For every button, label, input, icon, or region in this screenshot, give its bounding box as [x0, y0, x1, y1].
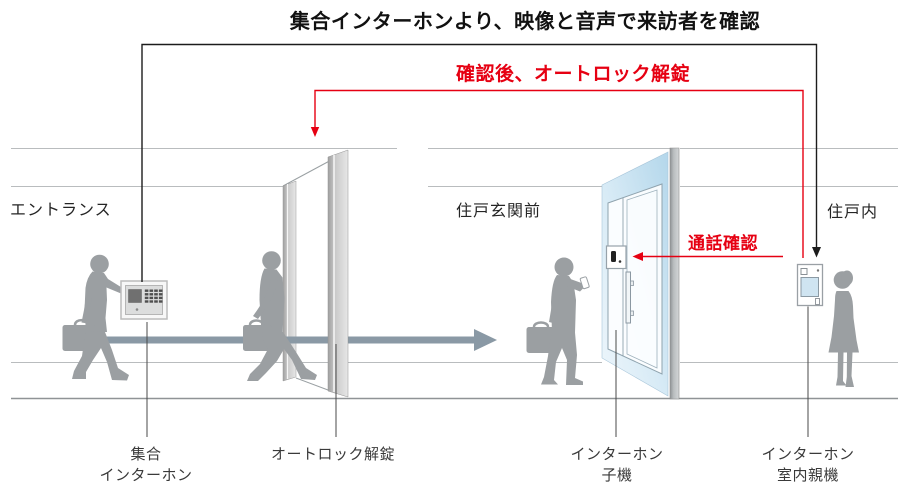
arm-to-briefcase	[549, 283, 561, 324]
legs	[72, 331, 129, 381]
unlock-route-arrowhead	[310, 127, 320, 137]
shared-intercom-panel	[120, 280, 168, 320]
video-audio-line	[141, 43, 818, 282]
head	[554, 257, 574, 277]
unlock-route-label: 確認後、オートロック解錠	[455, 64, 690, 85]
movement-arrow-head	[474, 329, 497, 351]
caption-master-station: インターホン 室内親機	[708, 444, 908, 486]
visitor-walking-silhouette	[243, 251, 317, 381]
visitor-at-door-silhouette	[526, 257, 590, 385]
master-station-handset	[815, 298, 820, 305]
call-check-arrowhead	[632, 252, 643, 261]
panel-call-button	[135, 308, 139, 311]
body-and-skirt	[828, 291, 859, 353]
caption-door-station-line1: インターホン	[570, 446, 664, 463]
master-station-unit	[796, 263, 824, 307]
visitor-at-entrance-silhouette	[62, 254, 129, 381]
caption-master-station-line2: 室内親機	[776, 467, 839, 484]
door-station-button	[618, 260, 622, 263]
caption-shared-intercom-line1: 集合	[130, 446, 162, 463]
panel-keypad	[144, 289, 163, 303]
door-track-bottom	[295, 377, 329, 391]
briefcase	[526, 327, 557, 353]
caption-autolock-release: オートロック解錠	[270, 446, 395, 463]
panel-camera-screen	[128, 289, 142, 303]
master-station-screen	[800, 277, 819, 297]
door-station-camera	[611, 251, 616, 262]
caption-master-station-line1: インターホン	[761, 446, 855, 463]
call-check-label: 通話確認	[688, 234, 758, 253]
door-station-body	[605, 245, 627, 270]
section-label-inside-unit: 住戸内	[827, 204, 879, 221]
briefcase-handle	[73, 318, 90, 326]
raised-arm	[566, 278, 585, 292]
briefcase-handle	[248, 319, 265, 326]
arm	[253, 278, 278, 319]
leg-back	[845, 352, 854, 387]
master-station-speaker	[800, 268, 808, 275]
caption-shared-intercom: 集合 インターホン	[46, 444, 246, 486]
head	[90, 254, 109, 274]
master-station-led	[816, 269, 820, 272]
legs	[247, 332, 317, 381]
entry-door-leaf	[607, 183, 663, 375]
page-title: 集合インターホンより、映像と音声で来訪者を確認	[289, 11, 761, 33]
handle-tab-bottom	[630, 310, 634, 316]
briefcase	[243, 325, 272, 351]
call-check-route	[632, 252, 783, 261]
wall-lines	[11, 148, 898, 363]
caption-door-station-line2: 子機	[601, 467, 633, 484]
hair	[841, 270, 853, 286]
entry-door-handle	[625, 271, 631, 324]
leg-front	[836, 352, 847, 386]
door-station-unit	[605, 245, 627, 270]
caption-shared-intercom-line2: インターホン	[99, 467, 193, 484]
torso	[259, 268, 285, 333]
caption-leader-lines	[146, 306, 809, 437]
legs	[541, 332, 583, 385]
torso-and-arm	[84, 271, 123, 332]
phone	[579, 276, 590, 290]
resident-silhouette	[828, 270, 859, 387]
autolock-door-near-panel	[327, 149, 349, 398]
section-label-entrance: エントランス	[10, 202, 112, 219]
briefcase-handle	[532, 321, 550, 328]
caption-door-station: インターホン 子機	[517, 444, 717, 486]
video-audio-arrowhead	[812, 247, 821, 258]
arm-to-briefcase	[81, 284, 92, 324]
handle-tab-top	[630, 280, 634, 286]
section-label-front-of-unit: 住戸玄関前	[456, 203, 542, 220]
video-audio-route	[141, 43, 821, 282]
unlock-route	[310, 89, 804, 258]
entry-door	[601, 147, 680, 400]
unlock-route-line	[314, 89, 804, 258]
apartment-wall-edge	[669, 147, 680, 400]
head	[262, 251, 281, 270]
